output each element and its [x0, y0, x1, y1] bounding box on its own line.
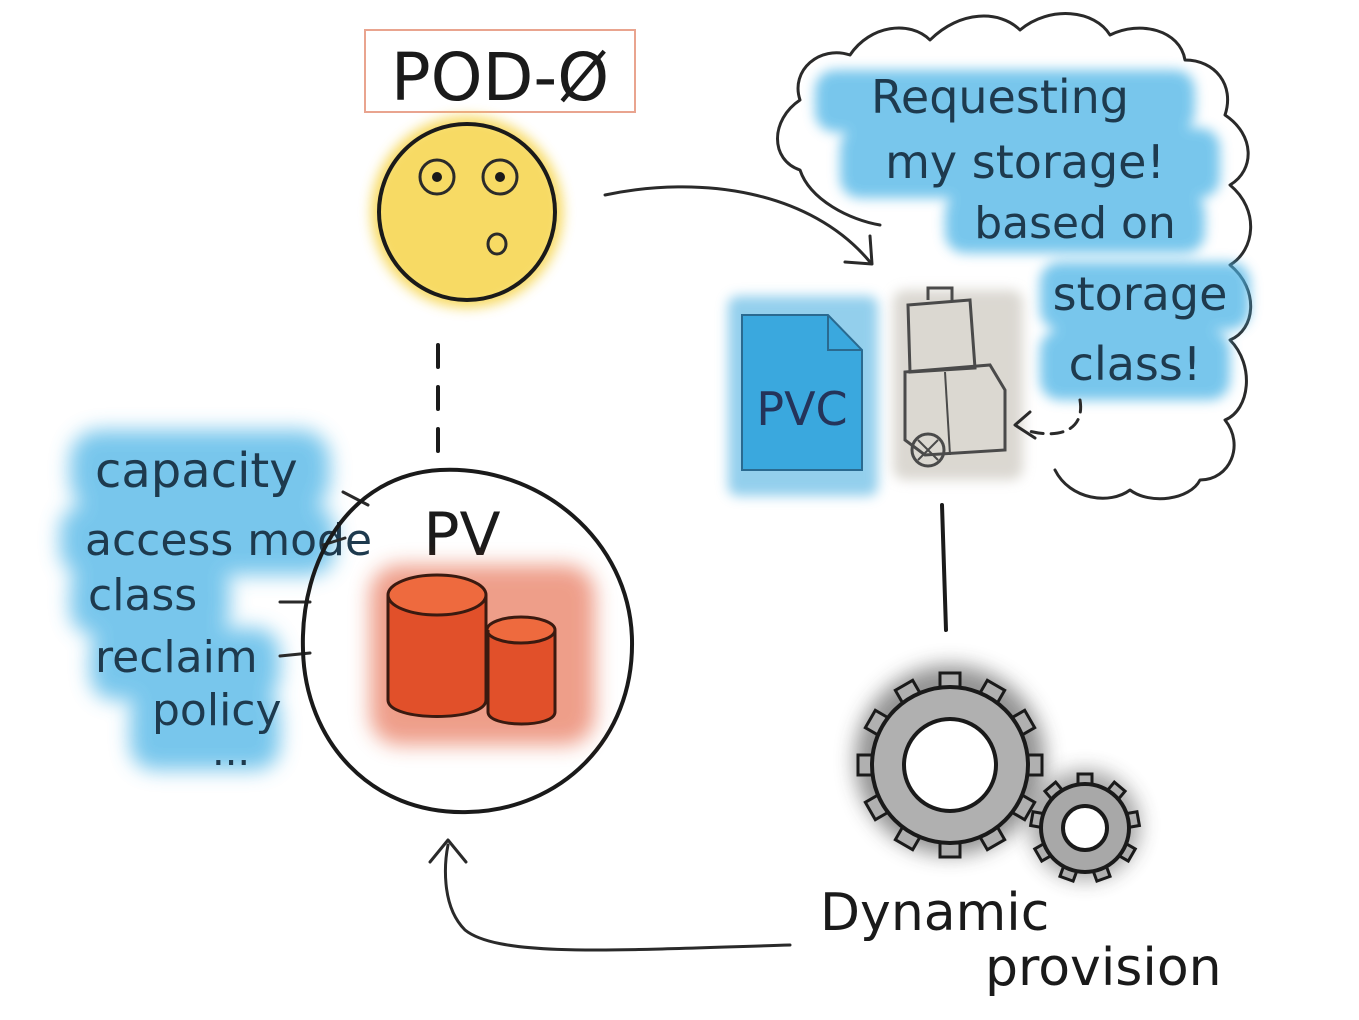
pv-attr-capacity: capacity [95, 443, 298, 499]
pod-to-pvc-arrow [603, 185, 874, 266]
pvc-label: PVC [756, 382, 847, 436]
pv-attr-access-mode: access mode [85, 515, 372, 566]
gears-icon [855, 665, 1142, 884]
cloud-line-4: storage [1053, 267, 1228, 321]
thought-cloud: Requesting my storage! based on storage … [776, 12, 1253, 501]
pv-attributes: capacity access mode class reclaim polic… [60, 430, 372, 775]
cloud-line-2: my storage! [885, 135, 1165, 189]
pv-attr-policy: policy [152, 685, 282, 736]
pv-attr-class: class [88, 570, 197, 621]
face-icon [371, 116, 563, 308]
provisioner-to-pv-arrow [428, 838, 792, 952]
pv-label: PV [423, 500, 500, 570]
document-icon: PVC [728, 296, 878, 496]
pv-attr-reclaim: reclaim [95, 632, 258, 683]
provisioner-line-2: provision [985, 938, 1222, 998]
provisioner-label: Dynamic provision [820, 883, 1222, 998]
pvc-gears-connector [940, 503, 948, 632]
storage-cart-icon [893, 286, 1023, 480]
pv-attr-ellipsis: ... [212, 729, 250, 775]
cloud-to-cart-arrow [1013, 398, 1083, 440]
pv-node: PV [300, 467, 635, 815]
cloud-line-5: class! [1069, 337, 1202, 391]
database-cylinders-icon [370, 565, 595, 745]
cloud-line-1: Requesting [871, 70, 1129, 124]
cloud-line-3: based on [974, 198, 1176, 249]
provisioner-line-1: Dynamic [820, 883, 1049, 943]
pod-label: POD-Ø [364, 29, 636, 116]
pod-label-text: POD-Ø [391, 39, 609, 116]
